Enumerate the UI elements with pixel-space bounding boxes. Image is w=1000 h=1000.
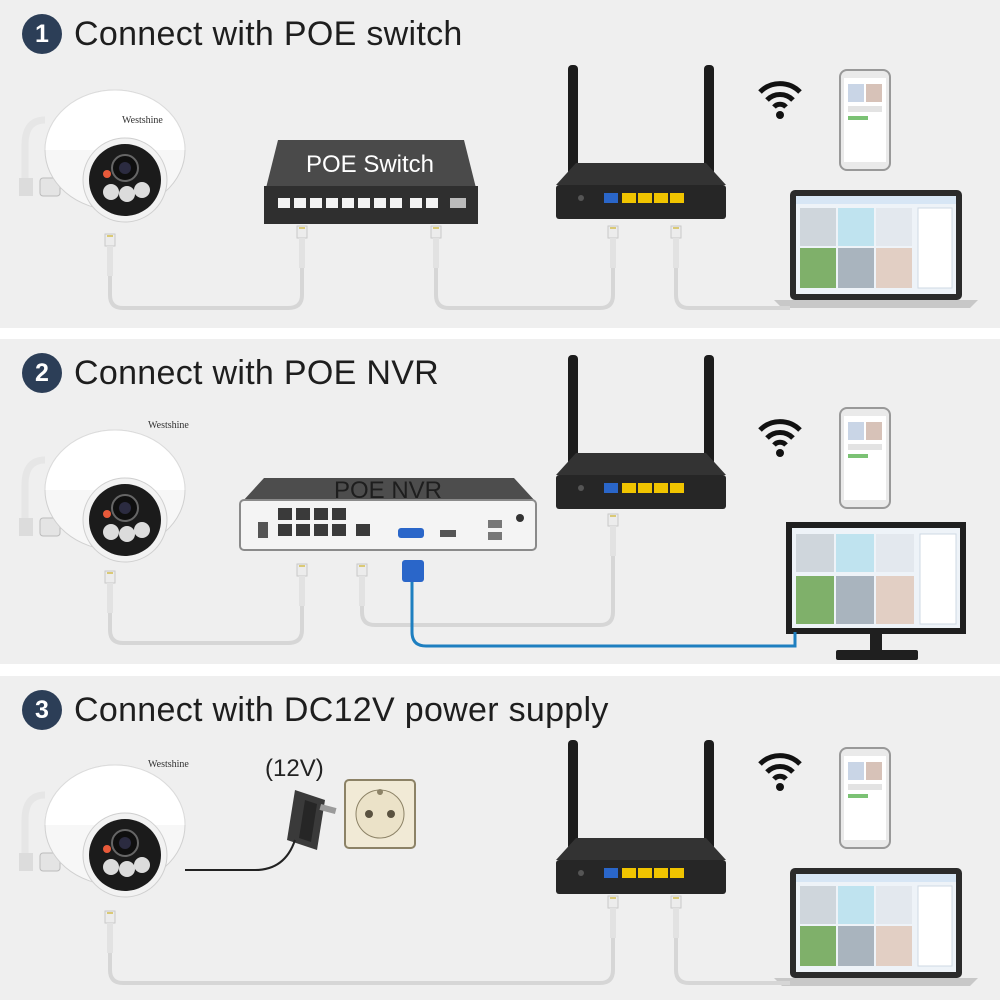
section-2-header: 2 Connect with POE NVR <box>22 353 439 393</box>
section-2-title: Connect with POE NVR <box>74 353 440 392</box>
section-1-header: 1 Connect with POE switch <box>22 14 463 54</box>
section-2-panel: 2 Connect with POE NVR <box>0 339 1000 664</box>
section-3-header: 3 Connect with DC12V power supply <box>22 690 609 730</box>
section-2-number-badge: 2 <box>22 353 62 393</box>
section-1-title: Connect with POE switch <box>74 14 463 53</box>
section-1-number-badge: 1 <box>22 14 62 54</box>
section-3-title: Connect with DC12V power supply <box>74 690 609 729</box>
section-1-panel: 1 Connect with POE switch <box>0 0 1000 328</box>
voltage-label: (12V) <box>265 755 324 782</box>
section-3-number-badge: 3 <box>22 690 62 730</box>
section-3-panel: 3 Connect with DC12V power supply <box>0 676 1000 1000</box>
